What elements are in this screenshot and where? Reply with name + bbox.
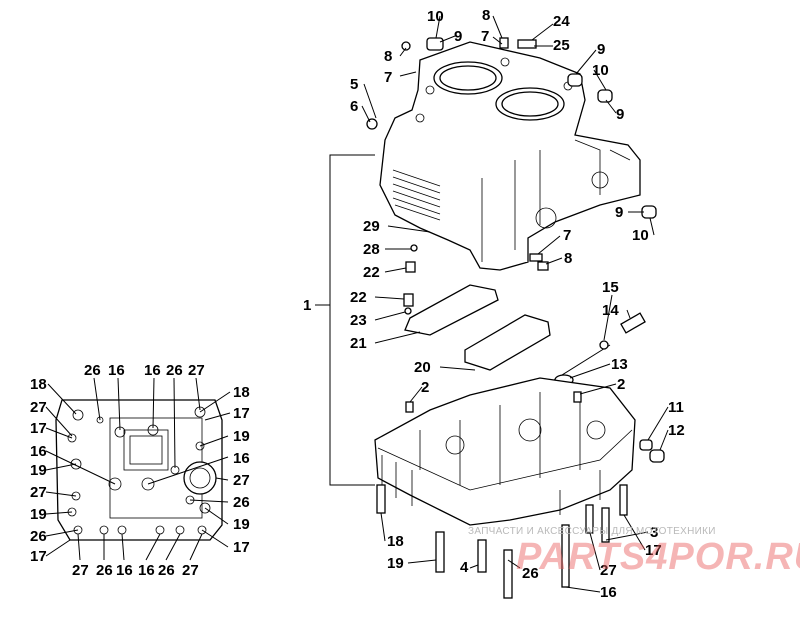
inset-callout-27: 27: [233, 472, 250, 489]
callout-25: 25: [553, 37, 570, 54]
inset-callout-16: 16: [116, 562, 133, 579]
callout-17: 17: [645, 542, 662, 559]
callout-5: 5: [350, 76, 358, 93]
inset-callout-17: 17: [233, 405, 250, 422]
callout-9: 9: [597, 41, 605, 58]
callout-19: 19: [387, 555, 404, 572]
inset-callout-27: 27: [182, 562, 199, 579]
upper-fasteners: [366, 37, 657, 273]
callout-18: 18: [387, 533, 404, 550]
inset-callout-16: 16: [108, 362, 125, 379]
inset-callout-16: 16: [30, 443, 47, 460]
callout-10: 10: [592, 62, 609, 79]
inset-callout-18: 18: [233, 384, 250, 401]
inset-callout-27: 27: [30, 484, 47, 501]
inset-callout-26: 26: [84, 362, 101, 379]
callout-9: 9: [616, 106, 624, 123]
inset-callout-26: 26: [96, 562, 113, 579]
inset-callout-19: 19: [30, 462, 47, 479]
callout-21: 21: [350, 335, 367, 352]
callout-12: 12: [668, 422, 685, 439]
inset-callout-26: 26: [166, 362, 183, 379]
callout-10: 10: [427, 8, 444, 25]
lower-bolts: [376, 484, 628, 599]
callout-23: 23: [350, 312, 367, 329]
callout-9: 9: [615, 204, 623, 221]
callout-4: 4: [460, 559, 469, 576]
inset-callout-17: 17: [233, 539, 250, 556]
inset-callout-27: 27: [72, 562, 89, 579]
callout-2: 2: [421, 379, 429, 396]
callout-11: 11: [668, 399, 684, 416]
watermark-tagline: ЗАПЧАСТИ И АКСЕССУАРЫ ДЛЯ МОТОТЕХНИКИ: [468, 526, 716, 537]
callout-29: 29: [363, 218, 380, 235]
inset-callout-17: 17: [30, 548, 47, 565]
callout-9: 9: [454, 28, 462, 45]
callout-10: 10: [632, 227, 649, 244]
inset-callout-26: 26: [30, 528, 47, 545]
callout-22: 22: [350, 289, 367, 306]
callout-8: 8: [564, 250, 572, 267]
callout-2: 2: [617, 376, 625, 393]
inset-callout-26: 26: [233, 494, 250, 511]
callout-14: 14: [602, 302, 619, 319]
callout-27: 27: [600, 562, 617, 579]
inset-callout-18: 18: [30, 376, 47, 393]
inset-bottom-view: [55, 399, 223, 541]
callout-3: 3: [650, 524, 658, 541]
callout-8: 8: [384, 48, 392, 65]
callout-15: 15: [602, 279, 619, 296]
inset-callout-19: 19: [30, 506, 47, 523]
inset-callout-16: 16: [144, 362, 161, 379]
callout-6: 6: [350, 98, 358, 115]
callout-24: 24: [553, 13, 570, 30]
inset-callout-27: 27: [30, 399, 47, 416]
callout-28: 28: [363, 241, 380, 258]
callout-1: 1: [303, 297, 311, 314]
callout-13: 13: [611, 356, 628, 373]
lower-crankcase: [374, 377, 665, 526]
inset-callout-16: 16: [138, 562, 155, 579]
inset-callout-26: 26: [158, 562, 175, 579]
upper-crankcase: [379, 41, 641, 271]
callout-8: 8: [482, 7, 490, 24]
callout-labels: 10 9 8 7 24 25 8 7 9 10 9 5 6 29 28 22 7…: [30, 7, 685, 601]
callout-7: 7: [384, 69, 392, 86]
inset-callout-19: 19: [233, 428, 250, 445]
watermark-logo: PARTS4POR.RU: [516, 536, 800, 578]
callout-26: 26: [522, 565, 539, 582]
callout-16: 16: [600, 584, 617, 601]
callout-7: 7: [481, 28, 489, 45]
inset-callout-16: 16: [233, 450, 250, 467]
leader-lines: [45, 15, 669, 593]
inset-callout-19: 19: [233, 516, 250, 533]
callout-22: 22: [363, 264, 380, 281]
inset-callout-27: 27: [188, 362, 205, 379]
callout-20: 20: [414, 359, 431, 376]
inset-callout-17: 17: [30, 420, 47, 437]
callout-7: 7: [563, 227, 571, 244]
